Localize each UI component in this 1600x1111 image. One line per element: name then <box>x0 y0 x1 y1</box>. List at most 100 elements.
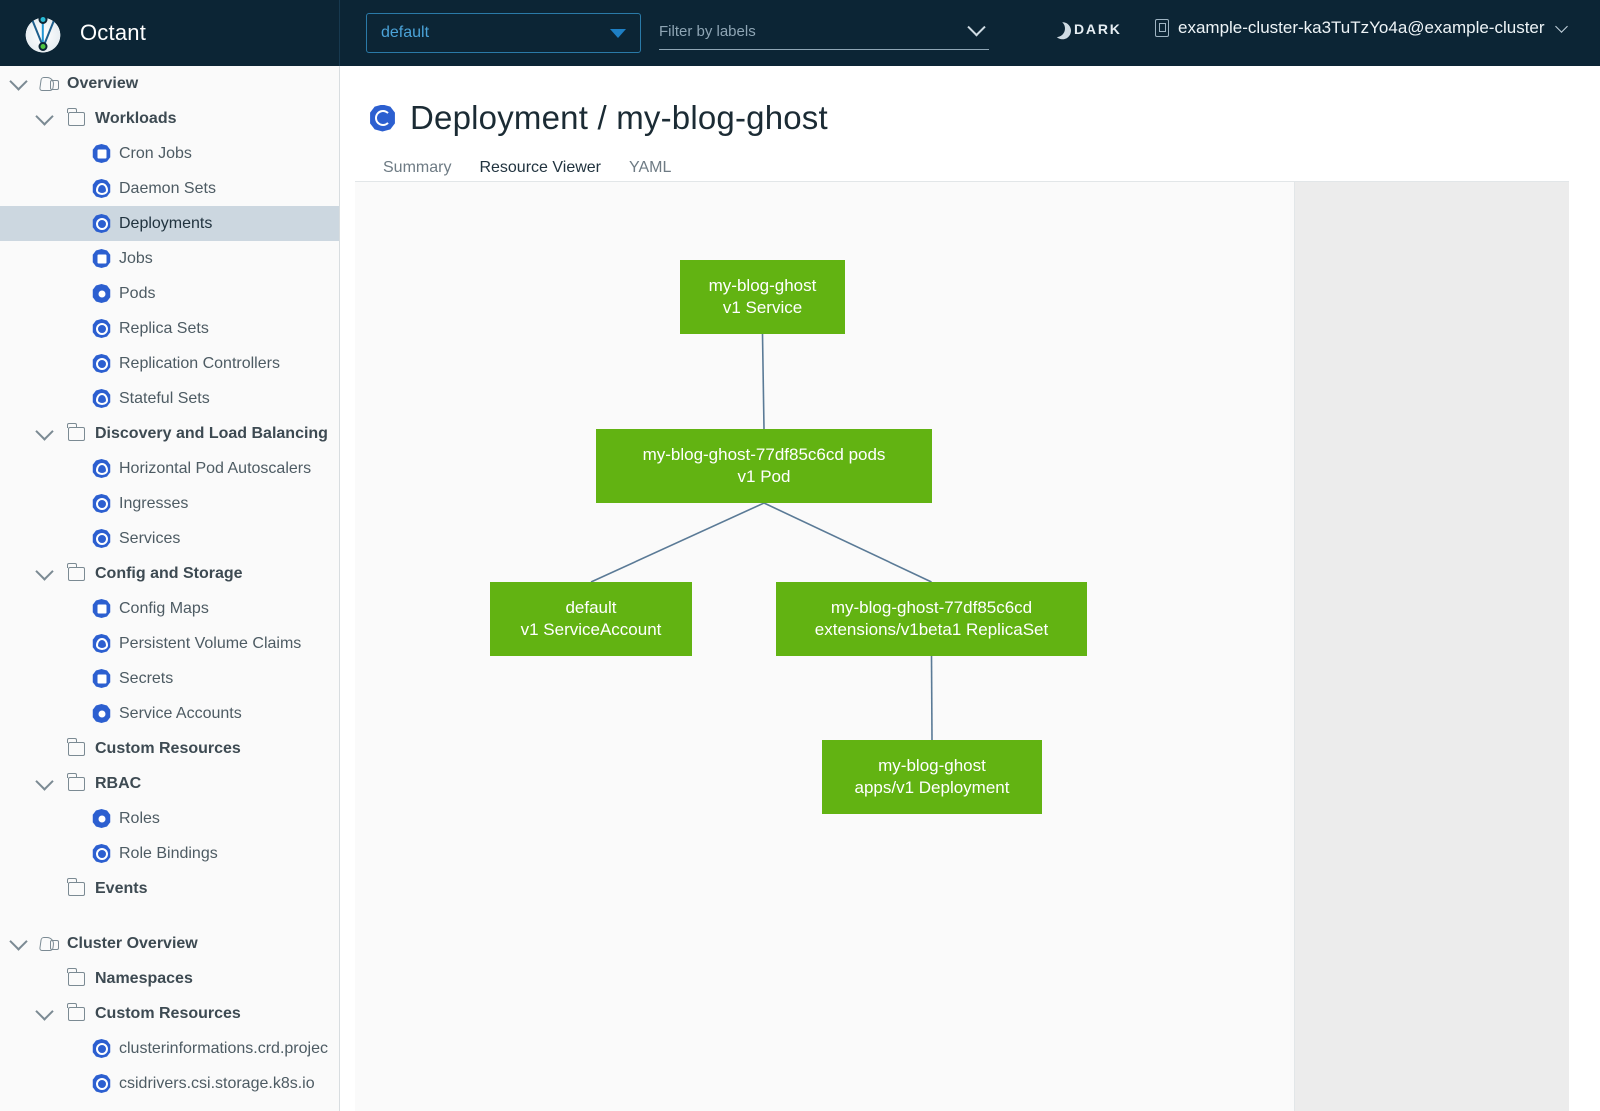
sidebar-item-label: Ingresses <box>119 494 189 512</box>
folder-icon <box>67 877 85 896</box>
sidebar-item-workloads[interactable]: Workloads <box>0 101 339 136</box>
tab-yaml[interactable]: YAML <box>629 159 672 176</box>
sidebar-item-horizontal-pod-autoscalers[interactable]: Horizontal Pod Autoscalers <box>0 451 339 486</box>
sidebar-item-service-accounts[interactable]: Service Accounts <box>0 696 339 731</box>
sidebar-item-daemon-sets[interactable]: Daemon Sets <box>0 171 339 206</box>
sidebar-item-label: Discovery and Load Balancing <box>95 424 328 442</box>
chevron-down-icon[interactable] <box>9 72 28 91</box>
chevron-down-icon[interactable] <box>35 107 54 126</box>
sidebar-item-deployments[interactable]: Deployments <box>0 206 339 241</box>
sidebar-item-namespaces[interactable]: Namespaces <box>0 961 339 996</box>
chevron-down-icon[interactable] <box>35 422 54 441</box>
k8s-serviceaccount-icon <box>92 704 111 723</box>
sidebar-item-custom-resources[interactable]: Custom Resources <box>0 731 339 766</box>
theme-toggle-button[interactable]: DARK <box>1048 20 1122 37</box>
tab-summary[interactable]: Summary <box>383 159 452 176</box>
brand-name: Octant <box>80 20 147 45</box>
sidebar-item-discovery-and-load-balancing[interactable]: Discovery and Load Balancing <box>0 416 339 451</box>
k8s-ingress-icon <box>92 494 111 513</box>
caret-down-icon <box>610 28 626 38</box>
sidebar-item-cluster-overview[interactable]: Cluster Overview <box>0 926 339 961</box>
sidebar-item-persistent-volume-claims[interactable]: Persistent Volume Claims <box>0 626 339 661</box>
sidebar-item-ingresses[interactable]: Ingresses <box>0 486 339 521</box>
sidebar-item-label: Custom Resources <box>95 1004 241 1022</box>
label-filter-placeholder: Filter by labels <box>659 23 756 40</box>
sidebar-item-role-bindings[interactable]: Role Bindings <box>0 836 339 871</box>
sidebar-item-label: Namespaces <box>95 969 193 987</box>
sidebar-item-cron-jobs[interactable]: Cron Jobs <box>0 136 339 171</box>
k8s-crd-icon <box>92 1074 111 1093</box>
k8s-rolebinding-icon <box>92 844 111 863</box>
sidebar-item-replication-controllers[interactable]: Replication Controllers <box>0 346 339 381</box>
sidebar-item-jobs[interactable]: Jobs <box>0 241 339 276</box>
sidebar-item-label: Daemon Sets <box>119 179 216 197</box>
cluster-icon <box>1155 19 1169 37</box>
sidebar-item-config-and-storage[interactable]: Config and Storage <box>0 556 339 591</box>
graph-node-name: my-blog-ghost <box>878 756 986 776</box>
sidebar-item-label: Service Accounts <box>119 704 242 722</box>
k8s-secret-icon <box>92 669 111 688</box>
moon-icon <box>1046 18 1067 39</box>
page-title: Deployment / my-blog-ghost <box>369 99 1600 137</box>
sidebar-item-label: Stateful Sets <box>119 389 210 407</box>
folder-icon <box>67 967 85 986</box>
overview-icon <box>40 76 59 92</box>
chevron-down-icon[interactable] <box>35 772 54 791</box>
k8s-crd-icon <box>92 1039 111 1058</box>
k8s-deployment-icon <box>370 104 395 132</box>
page-title-text: Deployment / my-blog-ghost <box>410 99 828 136</box>
sidebar-item-label: Secrets <box>119 669 174 687</box>
graph-node-sa[interactable]: default v1 ServiceAccount <box>490 582 692 656</box>
sidebar-item-label: Replication Controllers <box>119 354 280 372</box>
sidebar-item-label: Horizontal Pod Autoscalers <box>119 459 312 477</box>
cluster-selector[interactable]: example-cluster-ka3TuTzYo4a@example-clus… <box>1155 18 1568 38</box>
chevron-down-icon[interactable] <box>967 18 986 37</box>
sidebar-item-config-maps[interactable]: Config Maps <box>0 591 339 626</box>
graph-node-kind: v1 ServiceAccount <box>520 620 662 639</box>
brand[interactable]: Octant <box>0 0 340 66</box>
sidebar-item-overview[interactable]: Overview <box>0 66 339 101</box>
sidebar-item-csidrivers-csi-storage-k8s-io[interactable]: csidrivers.csi.storage.k8s.io <box>0 1066 339 1101</box>
chevron-down-icon[interactable] <box>35 562 54 581</box>
namespace-select[interactable]: default <box>366 13 641 53</box>
k8s-statefulset-icon <box>92 389 111 408</box>
sidebar-item-custom-resources[interactable]: Custom Resources <box>0 996 339 1031</box>
folder-icon <box>67 772 85 791</box>
sidebar-item-events[interactable]: Events <box>0 871 339 906</box>
sidebar-item-label: Jobs <box>119 249 153 267</box>
sidebar-item-label: Services <box>119 529 181 547</box>
sidebar-item-label: Events <box>95 879 148 897</box>
sidebar-item-clusterinformations-crd-projec[interactable]: clusterinformations.crd.projec <box>0 1031 339 1066</box>
sidebar-item-services[interactable]: Services <box>0 521 339 556</box>
sidebar-item-label: Deployments <box>119 214 213 232</box>
sidebar-item-label: Roles <box>119 809 160 827</box>
chevron-down-icon[interactable] <box>9 932 28 951</box>
graph-node-name: my-blog-ghost-77df85c6cd pods <box>642 445 886 465</box>
sidebar-item-roles[interactable]: Roles <box>0 801 339 836</box>
label-filter-input[interactable]: Filter by labels <box>659 14 989 50</box>
chevron-down-icon[interactable] <box>35 1002 54 1021</box>
k8s-pod-icon <box>92 284 111 303</box>
graph-node-name: default <box>565 598 617 618</box>
folder-icon <box>67 1002 85 1021</box>
sidebar-item-rbac[interactable]: RBAC <box>0 766 339 801</box>
sidebar-item-replica-sets[interactable]: Replica Sets <box>0 311 339 346</box>
sidebar-item-label: clusterinformations.crd.projec <box>119 1039 328 1057</box>
graph-node-kind: v1 Pod <box>737 467 791 486</box>
sidebar-item-label: Replica Sets <box>119 319 209 337</box>
sidebar-item-label: Cluster Overview <box>67 934 198 952</box>
sidebar-item-secrets[interactable]: Secrets <box>0 661 339 696</box>
sidebar-item-label: Custom Resources <box>95 739 241 757</box>
folder-icon <box>67 562 85 581</box>
sidebar-item-label: Config Maps <box>119 599 209 617</box>
graph-node-pods[interactable]: my-blog-ghost-77df85c6cd pods v1 Pod <box>596 429 932 503</box>
sidebar-item-pods[interactable]: Pods <box>0 276 339 311</box>
sidebar-item-stateful-sets[interactable]: Stateful Sets <box>0 381 339 416</box>
